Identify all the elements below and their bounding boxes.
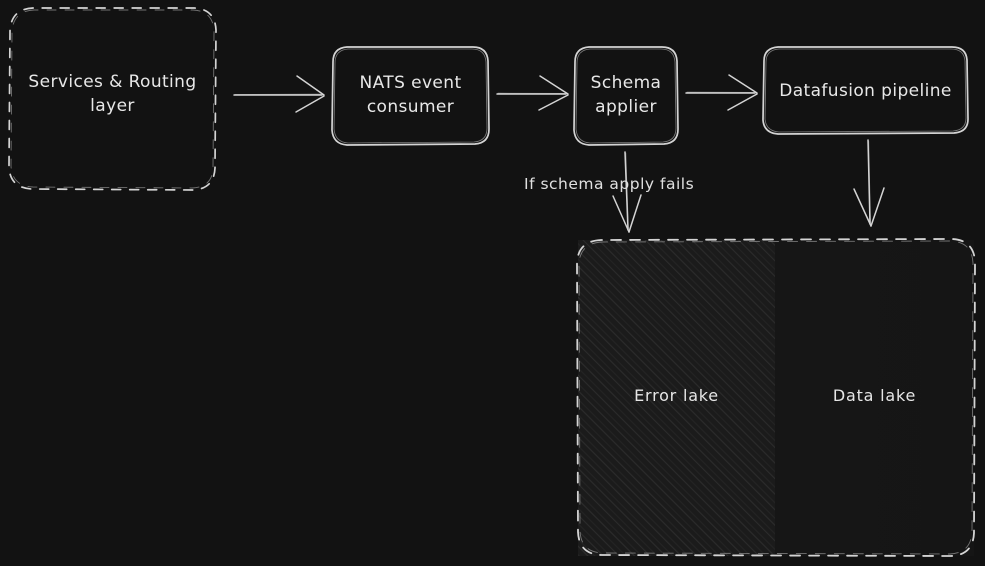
node-services-routing-layer-shape[interactable] bbox=[8, 7, 217, 191]
node-schema-applier-shape[interactable] bbox=[573, 46, 679, 146]
lake-label-data-lake: Data lake bbox=[832, 386, 917, 405]
node-nats-event-consumer-shape[interactable] bbox=[331, 46, 490, 146]
edge-datafusion-to-data-lake[interactable] bbox=[853, 139, 885, 227]
node-datafusion-pipeline[interactable] bbox=[763, 46, 968, 134]
node-datafusion-pipeline-shape[interactable] bbox=[762, 46, 969, 135]
edge-services-to-nats[interactable] bbox=[233, 75, 325, 113]
node-data-lake[interactable] bbox=[775, 240, 974, 556]
edge-nats-to-schema[interactable] bbox=[496, 75, 569, 111]
lake-label-error-lake: Error lake bbox=[634, 386, 719, 405]
data-lake-fill bbox=[775, 240, 974, 556]
node-nats-event-consumer[interactable] bbox=[332, 46, 489, 145]
node-services-routing-layer[interactable] bbox=[9, 7, 216, 190]
edge-schema-to-error-lake[interactable] bbox=[612, 151, 642, 233]
edge-label-if-schema-apply-fails: If schema apply fails bbox=[524, 175, 695, 193]
error-lake-fill bbox=[578, 240, 775, 556]
node-schema-applier[interactable] bbox=[574, 46, 678, 145]
edge-schema-to-datafusion[interactable] bbox=[685, 74, 758, 111]
node-error-lake[interactable] bbox=[578, 240, 775, 556]
node-lake-container-shape[interactable] bbox=[576, 238, 976, 557]
